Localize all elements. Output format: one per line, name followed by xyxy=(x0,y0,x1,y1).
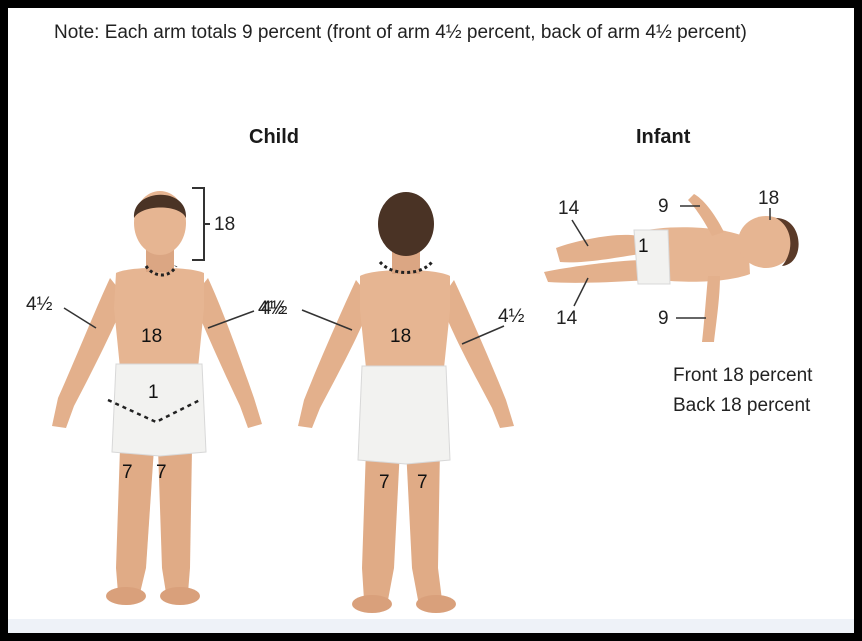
heading-infant: Infant xyxy=(636,126,690,149)
head-bracket xyxy=(192,188,204,260)
bottom-strip xyxy=(8,619,854,633)
infant-trunk-front-label: Front 18 percent xyxy=(673,365,812,387)
infant-groin-label: 1 xyxy=(638,236,649,258)
child-front-right-leg-label: 7 xyxy=(156,462,167,484)
child-back-left-arm-label: 4½ xyxy=(261,298,287,320)
child-front-left-leg-label: 7 xyxy=(122,462,133,484)
infant-lower-arm-label: 9 xyxy=(658,308,669,330)
infant-figure xyxy=(544,194,799,342)
figures-layer xyxy=(8,8,854,633)
child-front-left-arm-label: 4½ xyxy=(26,294,52,316)
child-back-figure xyxy=(298,192,514,613)
infant-lower-leg-label: 14 xyxy=(556,308,577,330)
heading-child: Child xyxy=(249,126,299,149)
child-back-right-arm-label: 4½ xyxy=(498,306,524,328)
infant-head-label: 18 xyxy=(758,188,779,210)
infant-trunk-back-label: Back 18 percent xyxy=(673,395,810,417)
child-front-trunk-label: 18 xyxy=(141,326,162,348)
child-back-trunk-label: 18 xyxy=(390,326,411,348)
infant-upper-arm-label: 9 xyxy=(658,196,669,218)
child-front-head-label: 18 xyxy=(214,214,235,236)
infant-upper-leg-label: 14 xyxy=(558,198,579,220)
note-text: Note: Each arm totals 9 percent (front o… xyxy=(54,22,747,44)
diagram-frame: Note: Each arm totals 9 percent (front o… xyxy=(8,8,854,633)
child-back-right-leg-label: 7 xyxy=(417,472,428,494)
child-front-groin-label: 1 xyxy=(148,382,159,404)
leader-line xyxy=(64,308,96,328)
child-back-left-leg-label: 7 xyxy=(379,472,390,494)
